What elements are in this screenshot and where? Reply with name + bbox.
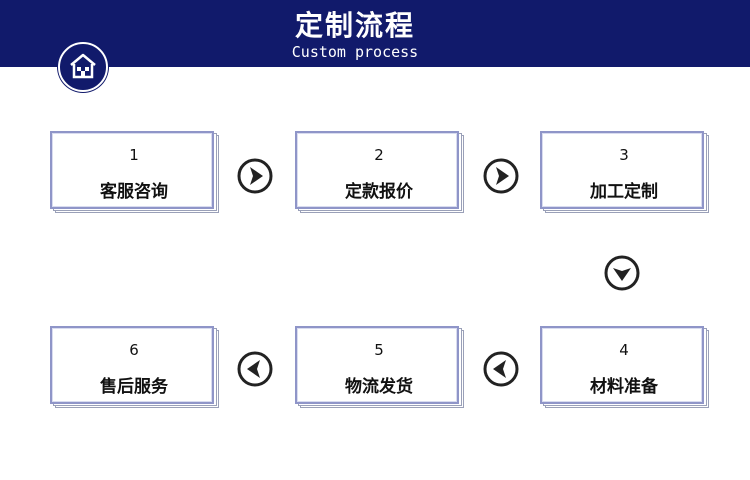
arrow-down-icon [604, 255, 640, 291]
page-subtitle: Custom process [291, 43, 419, 61]
step-number: 5 [374, 341, 384, 359]
step-label: 售后服务 [100, 377, 168, 397]
step-2: 2 定款报价 [295, 131, 464, 213]
step-label: 材料准备 [590, 377, 658, 397]
page-title: 定制流程 [294, 9, 415, 42]
step-number: 4 [619, 341, 629, 359]
home-button[interactable] [58, 42, 108, 92]
step-1: 1 客服咨询 [50, 131, 219, 213]
arrow-right-icon [483, 158, 519, 194]
header-bar: 定制流程 Custom process [0, 0, 750, 67]
step-label: 物流发货 [345, 377, 413, 397]
arrow-left-icon [483, 351, 519, 387]
step-number: 2 [374, 146, 384, 164]
step-number: 1 [129, 146, 139, 164]
step-number: 3 [619, 146, 629, 164]
step-number: 6 [129, 341, 139, 359]
step-label: 客服咨询 [100, 182, 168, 202]
step-label: 定款报价 [345, 182, 413, 202]
home-icon [70, 53, 96, 79]
step-3: 3 加工定制 [540, 131, 709, 213]
arrow-right-icon [237, 158, 273, 194]
step-4: 4 材料准备 [540, 326, 709, 408]
arrow-left-icon [237, 351, 273, 387]
step-label: 加工定制 [590, 182, 658, 202]
step-5: 5 物流发货 [295, 326, 464, 408]
step-6: 6 售后服务 [50, 326, 219, 408]
